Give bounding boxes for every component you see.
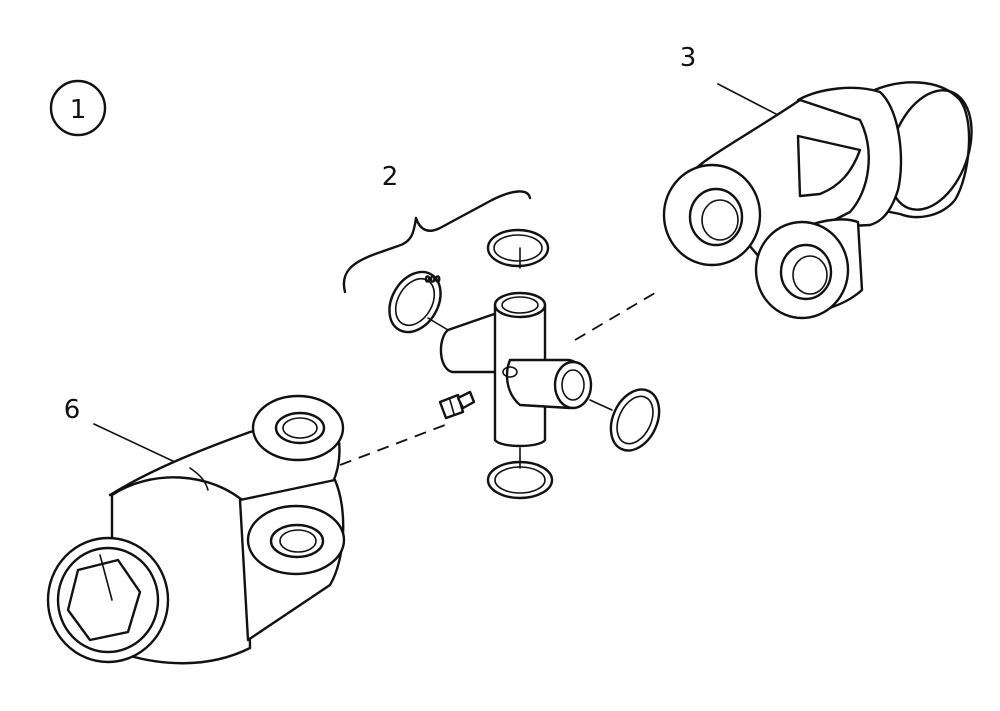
callout-3-label: 3 bbox=[680, 43, 697, 73]
yoke-right bbox=[662, 81, 973, 320]
grease-fitting bbox=[438, 390, 476, 420]
figure-number-badge: 1 bbox=[49, 79, 107, 137]
axis-line-right bbox=[574, 289, 661, 341]
callout-6: 6 bbox=[64, 395, 193, 471]
snap-ring-marking: 000 bbox=[425, 275, 440, 284]
callout-2-label: 2 bbox=[382, 162, 399, 192]
figure-number: 1 bbox=[70, 95, 87, 125]
snap-ring-top bbox=[486, 228, 550, 268]
callout-2-brace bbox=[342, 190, 532, 294]
callout-2: 2 bbox=[342, 162, 532, 294]
snap-ring-upper-left: 000 bbox=[388, 270, 442, 334]
yoke-left bbox=[46, 394, 346, 665]
callout-6-label: 6 bbox=[64, 395, 81, 425]
axis-line-lower-right bbox=[589, 399, 613, 411]
axis-line-left bbox=[339, 424, 446, 466]
snap-ring-lower-right bbox=[609, 388, 661, 452]
cross-spider bbox=[439, 291, 593, 448]
snap-ring-bottom bbox=[486, 460, 554, 500]
